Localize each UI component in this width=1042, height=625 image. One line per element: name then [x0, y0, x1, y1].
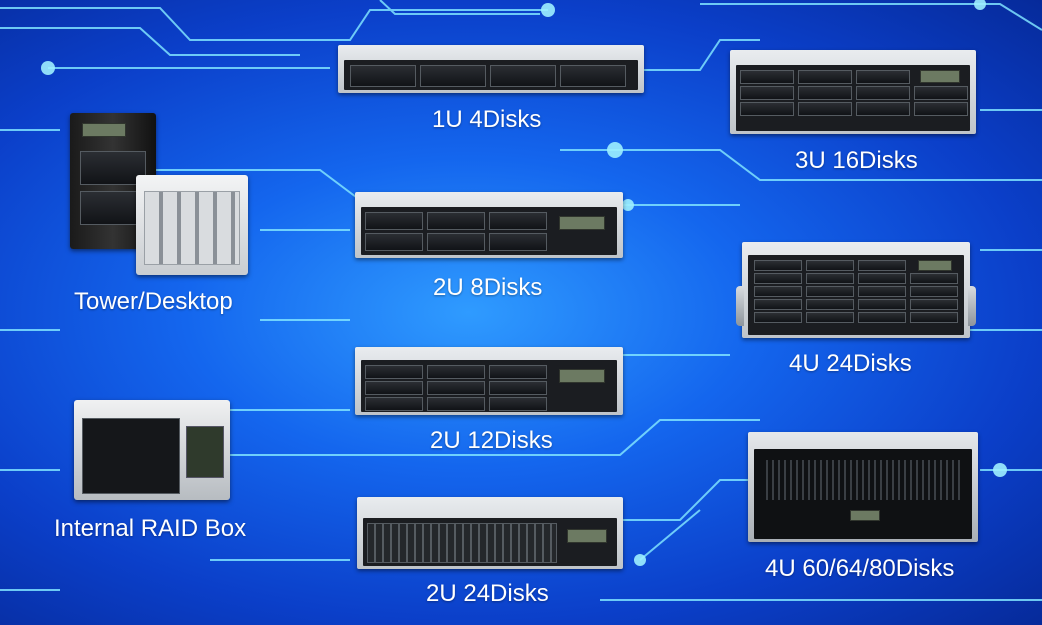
label-3u-16disks: 3U 16Disks — [795, 147, 918, 174]
label-2u-8disks: 2U 8Disks — [433, 274, 543, 301]
label-1u-4disks: 1U 4Disks — [432, 106, 542, 133]
label-tower-desktop: Tower/Desktop — [74, 288, 233, 315]
label-internal-raid-box: Internal RAID Box — [54, 515, 247, 542]
label-4u-24disks: 4U 24Disks — [789, 350, 912, 377]
internal-raid-box — [74, 400, 234, 502]
label-2u-24disks: 2U 24Disks — [426, 580, 549, 607]
label-2u-12disks: 2U 12Disks — [430, 427, 553, 454]
server-tower-desktop — [70, 113, 250, 278]
label-4u-60-64-80disks: 4U 60/64/80Disks — [765, 555, 955, 582]
